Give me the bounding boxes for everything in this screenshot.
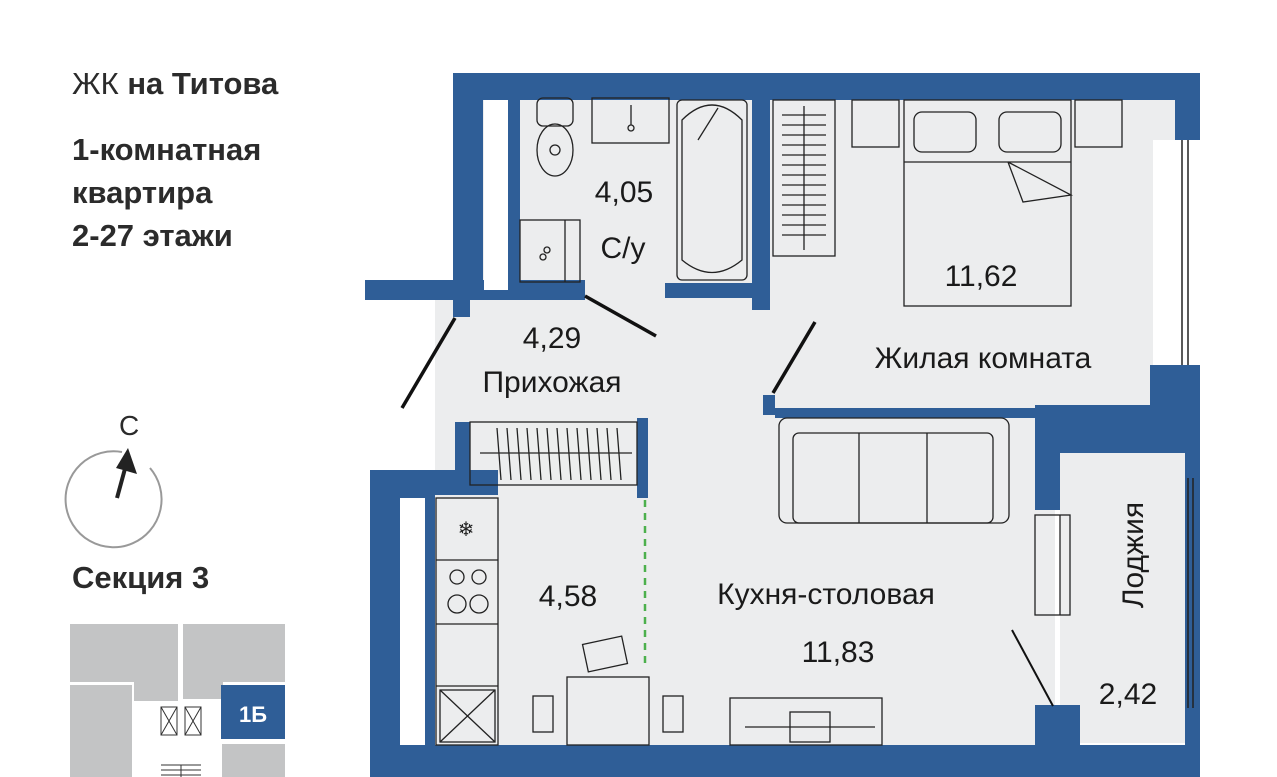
fridge-snowflake-icon: ❄ [458,519,475,541]
unit-highlight [221,685,285,739]
sink-icon [591,97,670,144]
furniture: ❄ [435,97,1123,746]
hallway-name: Прихожая [482,366,621,399]
kitchen-dining-name: Кухня-столовая [717,578,935,611]
floor-area [435,95,1185,750]
unit-badge: 1Б [239,702,267,727]
dining-table-icon [532,635,684,746]
elevator-icon [160,706,202,777]
bed-icon [851,99,1123,307]
kitchen-dining-area: 11,83 [802,636,875,669]
washing-machine-icon [519,219,581,283]
complex-name: на Титова [127,66,279,101]
wardrobe-hall-icon [469,421,638,486]
bedroom-area: 11,62 [945,260,1018,293]
bedroom-name: Жилая комната [875,342,1092,375]
complex-prefix: ЖК [72,66,119,101]
compass-north-label: С [119,410,140,441]
windows [400,100,1194,745]
complex-title: ЖК на Титова [72,66,278,102]
kitchen-zone-area: 4,58 [539,580,597,613]
type-line-1: 1-комнатная [72,132,262,167]
apartment-type: 1-комнатная квартира 2-27 этажи [72,128,261,257]
door-swings [400,294,1054,707]
hallway-area: 4,29 [523,322,581,355]
section-key-plan: 1Б [70,624,285,777]
bathtub-icon [676,99,748,281]
tv-stand-icon [729,697,883,746]
bathroom-name: С/у [601,232,646,265]
toilet-icon [536,97,574,177]
loggia-area: 2,42 [1099,678,1157,711]
sofa-icon [778,417,1010,524]
bathroom-area: 4,05 [595,176,653,209]
section-title: Секция 3 [72,560,210,595]
loggia-shelf-icon [1034,514,1071,616]
type-line-2: квартира [72,175,213,210]
floors-range: 2-27 этажи [72,218,233,253]
compass-icon [64,448,163,549]
wardrobe-bedroom-icon [772,99,836,257]
loggia-name: Лоджия [1117,502,1150,608]
kitchen-counter-icon: ❄ [435,497,499,746]
